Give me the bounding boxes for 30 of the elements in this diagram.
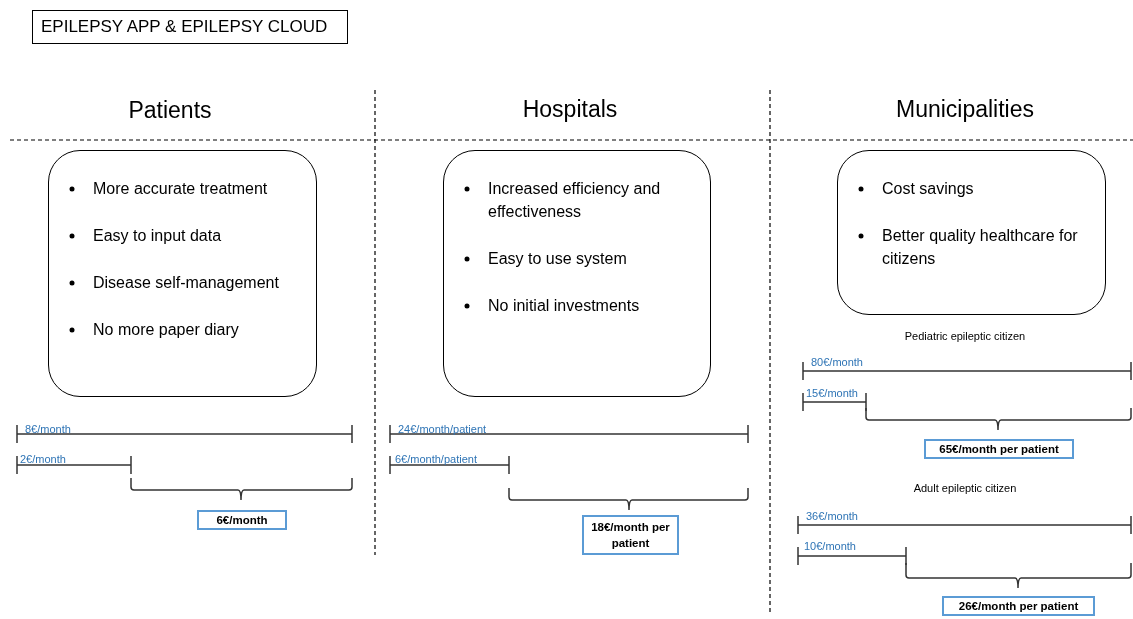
result-box: 18€/month per patient <box>582 515 679 555</box>
bullet-text: No initial investments <box>488 297 640 314</box>
bullet-text: Increased efficiency and effectiveness <box>488 180 661 220</box>
result-box: 65€/month per patient <box>924 439 1074 459</box>
bullet-text: Easy to use system <box>488 250 627 267</box>
cost-label: 2€/month <box>20 453 66 465</box>
subheading: Adult epileptic citizen <box>913 482 1017 494</box>
cost-label: 6€/month/patient <box>395 453 477 465</box>
column-heading: Municipalities <box>895 96 1035 123</box>
column-heading: Hospitals <box>522 96 618 123</box>
bullet-text: Easy to input data <box>93 227 222 244</box>
cost-label: 15€/month <box>806 387 858 399</box>
subheading: Pediatric epileptic citizen <box>904 330 1026 342</box>
cost-label: 24€/month/patient <box>398 423 487 435</box>
result-box: 6€/month <box>197 510 287 530</box>
bullet-text: More accurate treatment <box>93 180 268 197</box>
cost-label: 10€/month <box>804 540 856 552</box>
cost-label: 80€/month <box>811 356 863 368</box>
bullet-text: Cost savings <box>882 180 974 197</box>
rounded-box <box>48 150 317 397</box>
rounded-box <box>837 150 1106 315</box>
bullet-text: Better quality healthcare for citizens <box>882 227 1078 267</box>
cost-label: 36€/month <box>806 510 858 522</box>
cost-label: 8€/month <box>25 423 71 435</box>
rounded-box <box>443 150 711 397</box>
title-box: EPILEPSY APP & EPILEPSY CLOUD <box>32 10 348 44</box>
column-heading: Patients <box>128 97 212 124</box>
bullet-text: No more paper diary <box>93 321 239 338</box>
bullet-text: Disease self-management <box>93 274 279 291</box>
result-box: 26€/month per patient <box>942 596 1095 616</box>
